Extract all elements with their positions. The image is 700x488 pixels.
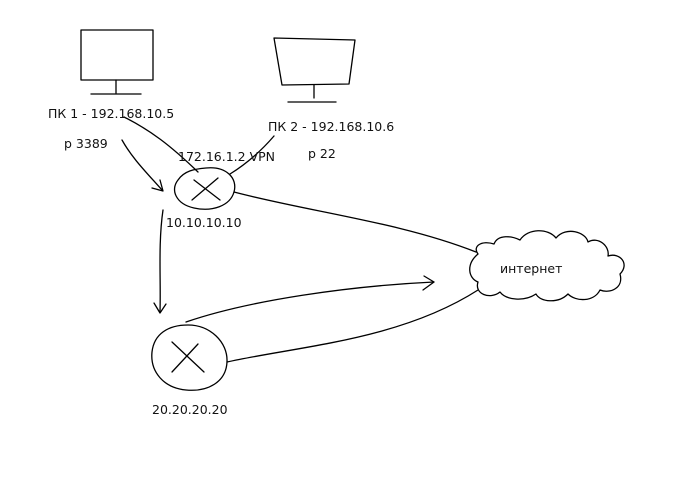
router1-ip-label: 10.10.10.10: [166, 215, 242, 230]
router2-icon: [151, 324, 228, 391]
router1-icon: [173, 167, 236, 210]
internet-cloud-icon: [469, 230, 625, 302]
router2-ip-label: 20.20.20.20: [152, 402, 228, 417]
router1-vpn-label: 172.16.1.2 VPN: [178, 149, 276, 164]
router1-internet-link: [233, 191, 477, 253]
pc1-monitor-icon: [80, 29, 154, 95]
pc1-port-label: р 3389: [64, 136, 108, 151]
pc2-port-label: р 22: [308, 146, 336, 161]
router2-internet-arrowhead: [422, 275, 435, 291]
internet-label: интернет: [500, 261, 563, 276]
pc2-monitor-icon: [273, 37, 356, 103]
pc1-label: ПК 1 - 192.168.10.5: [48, 106, 175, 121]
router1-router2-arrow-line: [159, 209, 164, 313]
pc2-link-line: [229, 135, 275, 175]
pc1-link-line: [123, 116, 199, 173]
router1-router2-arrowhead: [153, 302, 167, 314]
router2-internet-arrow-line: [185, 281, 435, 323]
router2-internet-link: [226, 289, 479, 363]
pc1-arrowhead: [151, 179, 164, 192]
pc1-arrow-line: [121, 139, 163, 191]
pc2-label: ПК 2 - 192.168.10.6: [268, 119, 395, 134]
